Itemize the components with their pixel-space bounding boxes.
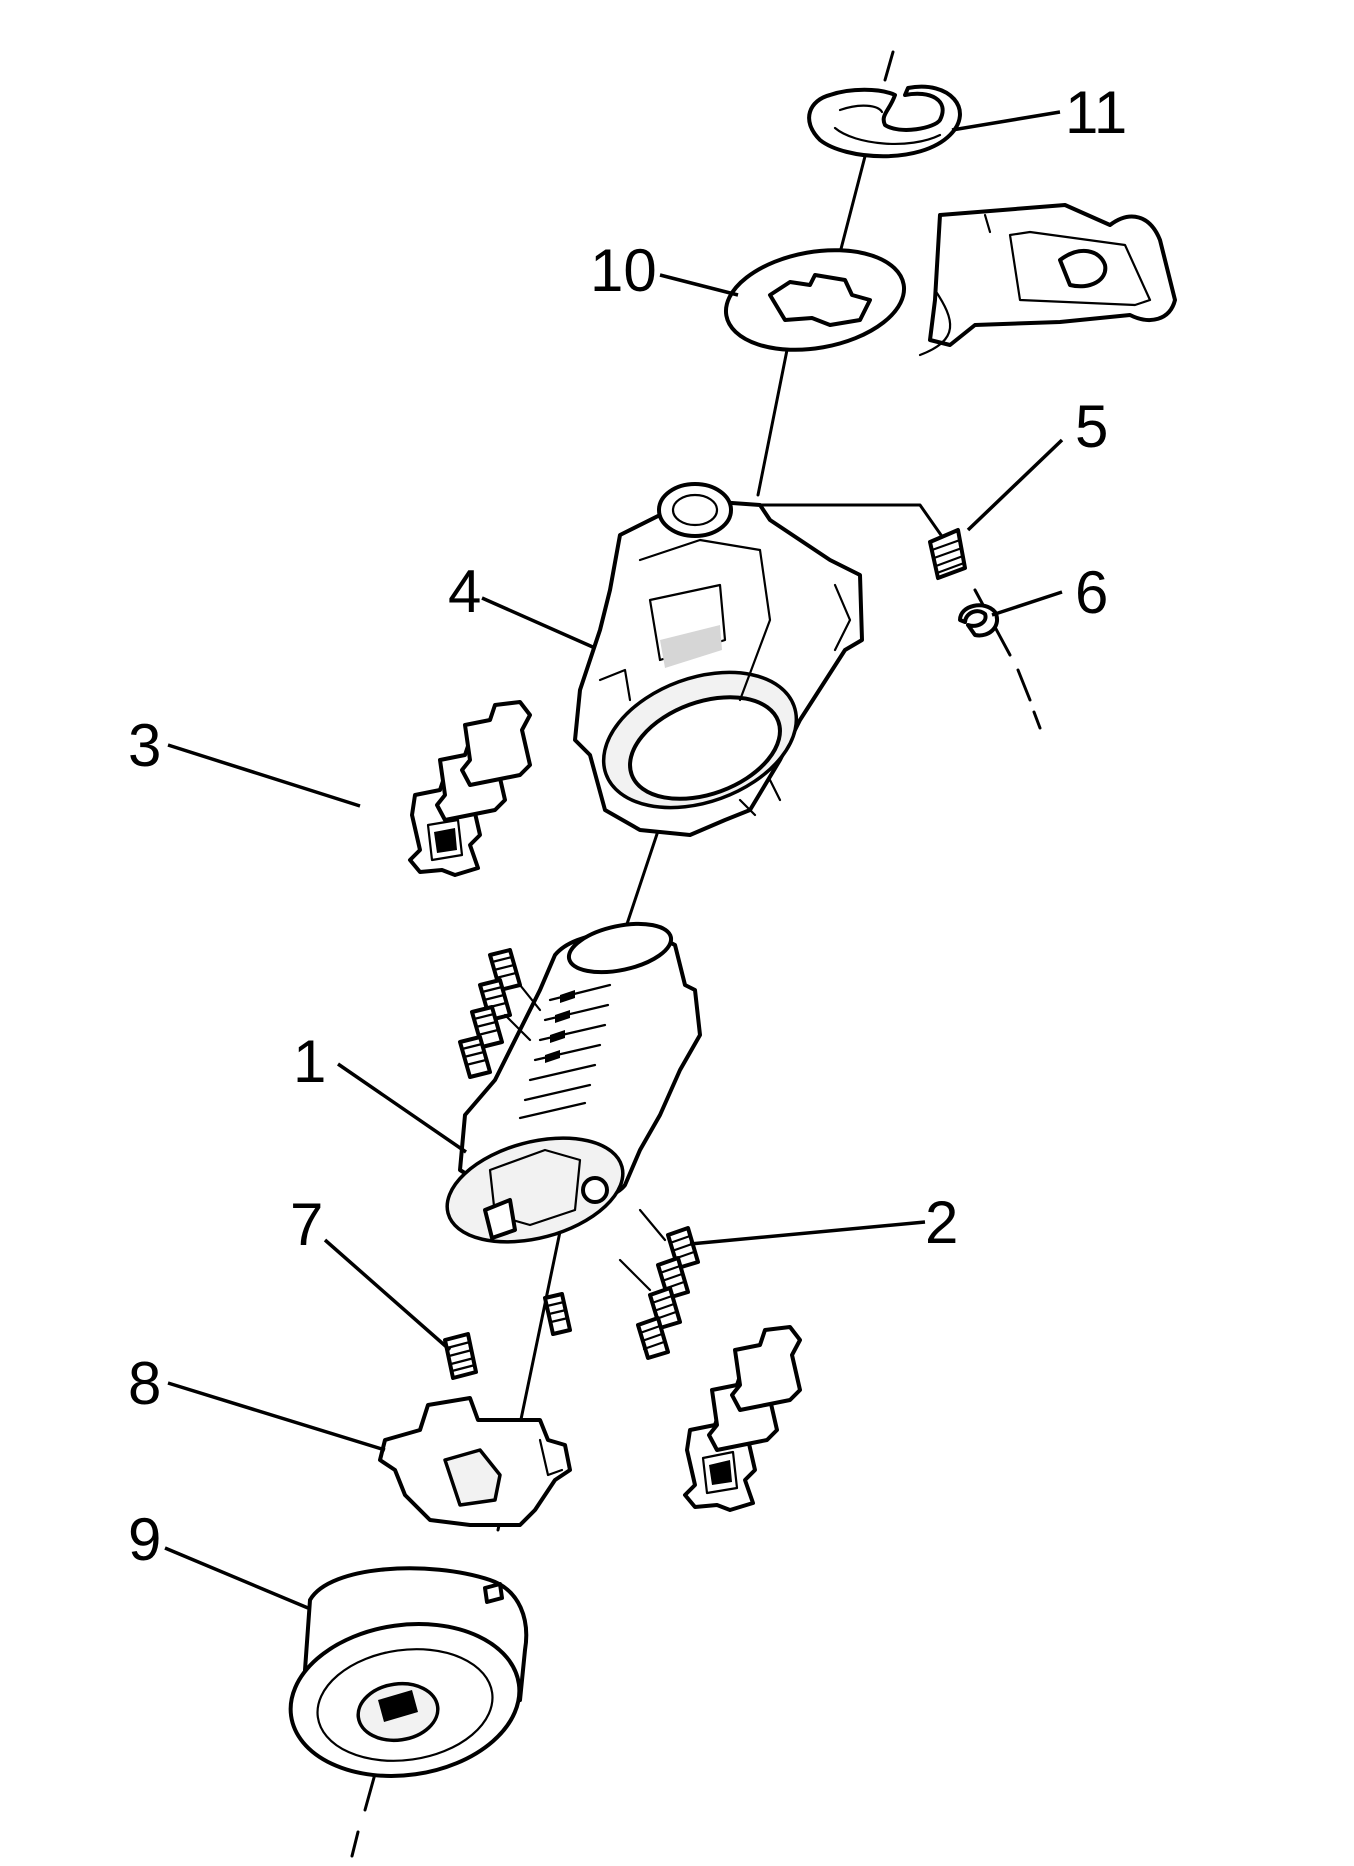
callout-5: 5	[1075, 393, 1108, 460]
tumbler-wafers-part-3	[408, 700, 532, 877]
callout-4: 4	[448, 558, 481, 625]
callout-6: 6	[1075, 559, 1108, 626]
spring-part-5	[928, 528, 967, 580]
callout-10: 10	[590, 237, 657, 304]
callout-labels: 11 10 5 6 4 3 1 2 7 8 9	[128, 79, 1127, 1573]
lock-cylinder-part-1	[445, 921, 702, 1244]
callout-11: 11	[1065, 79, 1127, 146]
callout-2: 2	[925, 1189, 958, 1256]
clip-part-6	[958, 603, 999, 638]
spring-part-7	[443, 1292, 572, 1380]
springs-wafers-part-2	[618, 1208, 802, 1512]
leader-lines	[164, 110, 1064, 1610]
bezel-part-9	[288, 1566, 529, 1778]
callout-1: 1	[293, 1028, 326, 1095]
callout-7: 7	[290, 1191, 323, 1258]
callout-8: 8	[128, 1350, 161, 1417]
lock-housing-part-4	[573, 482, 864, 837]
callout-3: 3	[128, 712, 161, 779]
retainer-part-8	[378, 1396, 572, 1527]
retaining-clip-part-11	[807, 84, 962, 159]
cam-lever-part-10	[723, 203, 1177, 357]
callout-9: 9	[128, 1506, 161, 1573]
